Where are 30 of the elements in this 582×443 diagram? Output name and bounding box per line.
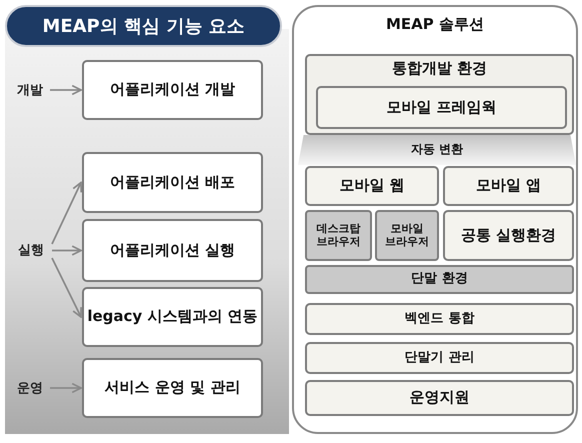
layer-block: 단말 환경 — [305, 265, 574, 294]
feature-block: 서비스 운영 및 관리 — [82, 358, 263, 418]
arrow — [51, 258, 82, 318]
layer-block: 모바일 프레임웍 — [316, 86, 567, 129]
arrow — [52, 245, 82, 256]
feature-panel — [5, 5, 289, 434]
layer-block: 모바일 웹 — [305, 166, 439, 206]
layer-block: 모바일 앱 — [443, 166, 574, 206]
block-heading: 통합개발 환경 — [390, 59, 488, 78]
title-banner: MEAP의 핵심 기능 요소 — [5, 5, 282, 47]
feature-block: legacy 시스템과의 연동 — [82, 287, 263, 347]
solution-panel — [292, 5, 578, 434]
layer-block: 운영지원 — [305, 380, 574, 416]
layer-block: 데스크탑 브라우저 — [305, 210, 372, 261]
phase-label: 운영 — [12, 378, 48, 400]
arrow — [50, 382, 82, 394]
layer-block: 단말기 관리 — [305, 342, 574, 374]
feature-block: 어플리케이션 개발 — [82, 60, 263, 120]
layer-block: 벡엔드 통합 — [305, 303, 574, 335]
layer-block: 모바일 브라우저 — [375, 210, 439, 261]
arrow — [51, 182, 82, 244]
layer-group — [305, 54, 574, 135]
panel-heading: MEAP 솔루션 — [385, 15, 485, 34]
transition-band: 자동 변환 — [298, 135, 576, 165]
layer-block: 공통 실행환경 — [443, 210, 574, 261]
feature-block: 어플리케이션 배포 — [82, 152, 263, 213]
feature-block: 어플리케이션 실행 — [82, 219, 263, 282]
phase-label: 개발 — [12, 80, 48, 102]
arrow — [50, 84, 82, 96]
phase-label: 실행 — [12, 240, 50, 262]
